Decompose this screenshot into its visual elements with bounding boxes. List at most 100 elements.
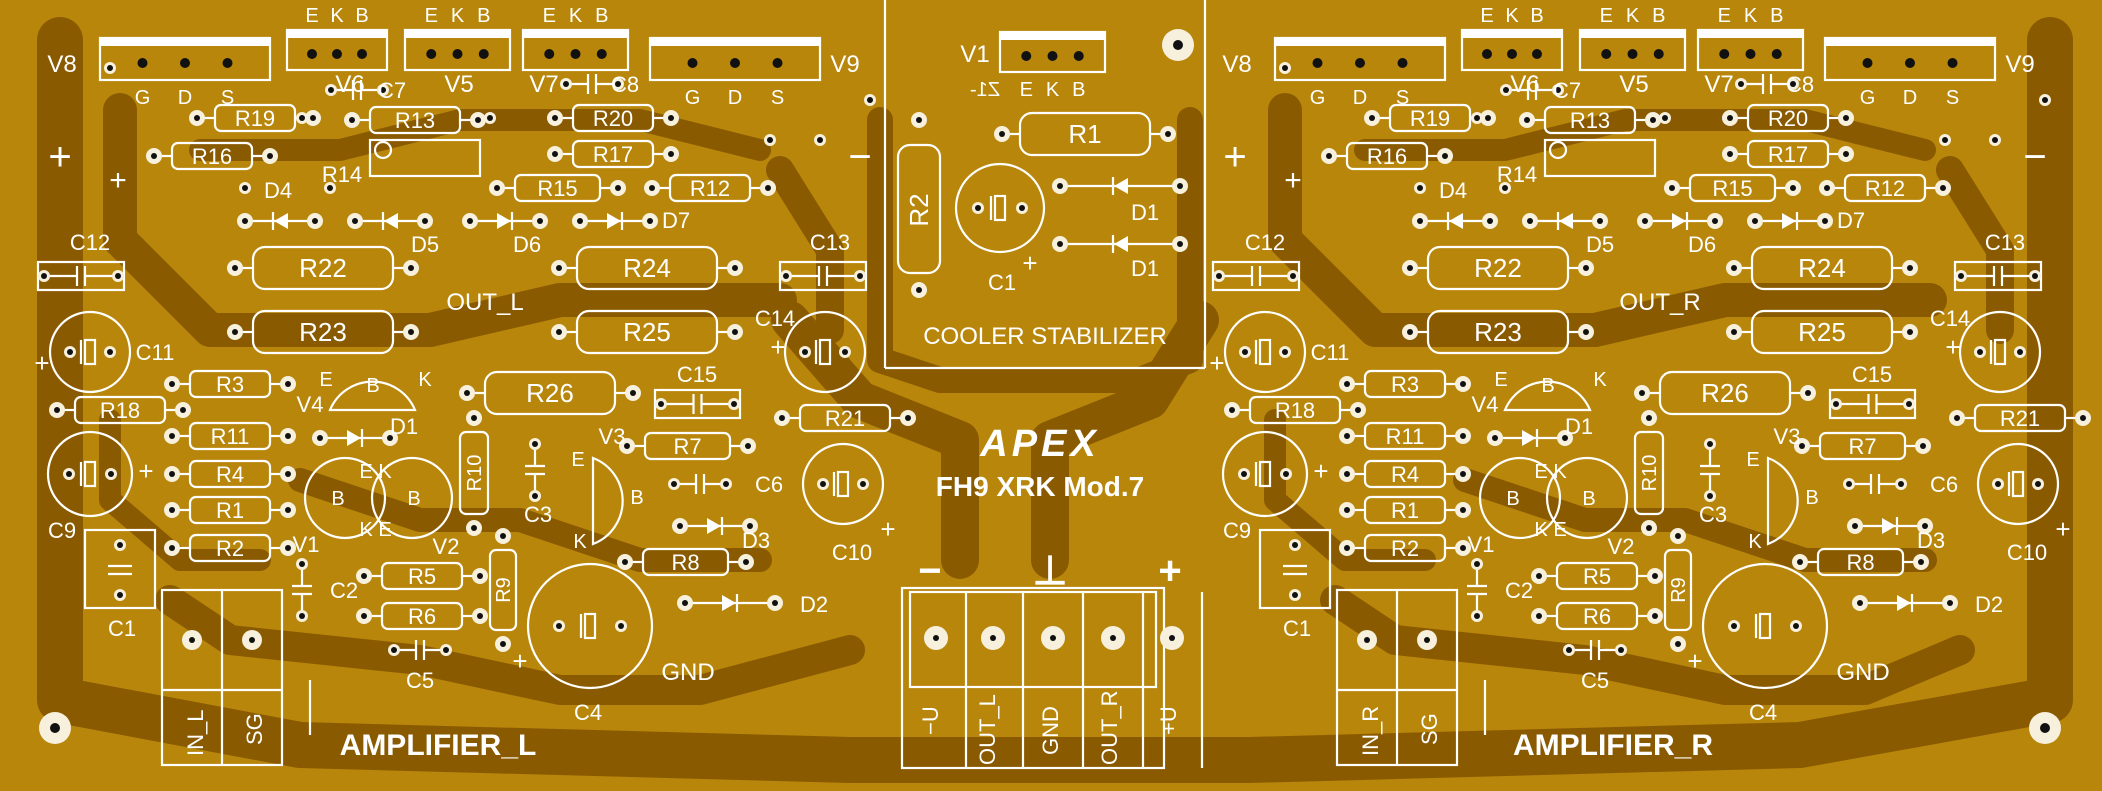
pin-label: E: [571, 449, 584, 471]
drill-hole: [1177, 183, 1183, 189]
diode: D1: [312, 414, 418, 447]
drill-hole: [1675, 641, 1681, 647]
drill-hole: [745, 443, 751, 449]
resistor-r16: R16: [1321, 141, 1453, 171]
drill-hole: [471, 415, 477, 421]
drill-hole: [500, 641, 506, 647]
resistor-r13: R13: [1519, 105, 1661, 135]
drill-hole: [349, 117, 355, 123]
resistor-label: R20: [593, 106, 633, 131]
resistor-label: R23: [299, 317, 347, 347]
drill-hole: [1731, 623, 1737, 629]
capacitor-label: C1: [988, 270, 1016, 295]
drill-hole: [1852, 523, 1858, 529]
drill-hole: [975, 205, 981, 211]
pin-label: E: [378, 519, 391, 541]
drill-hole: [169, 381, 175, 387]
diode-label: D1: [1565, 414, 1593, 439]
drill-hole: [743, 559, 749, 565]
pin-label: B: [1541, 375, 1554, 397]
resistor-r5: R5: [356, 561, 488, 591]
resistor-r4: R4: [164, 459, 296, 489]
drill-hole: [361, 613, 367, 619]
capacitor: C13: [778, 230, 868, 292]
drill-hole: [556, 265, 562, 271]
drill-hole: [494, 185, 500, 191]
diode: D6: [462, 212, 548, 257]
drill-hole: [1992, 137, 1998, 143]
pin-label: K: [378, 461, 392, 483]
electrolytic-capacitor: C4+: [1687, 562, 1829, 725]
resistor-label: R19: [235, 106, 275, 131]
pin-label: E: [305, 5, 318, 27]
drill-hole: [990, 635, 996, 641]
resistor-label: R7: [673, 434, 701, 459]
drill-hole: [1947, 58, 1958, 68]
pin-label: E: [1600, 5, 1613, 27]
drill-hole: [1642, 218, 1648, 224]
pin-label: S: [771, 87, 784, 109]
drill-hole: [67, 349, 73, 355]
drill-hole: [532, 441, 538, 447]
drill-hole: [169, 433, 175, 439]
drill-hole: [299, 613, 305, 619]
electrolytic-capacitor: C10+: [801, 442, 896, 565]
drill-hole: [1312, 58, 1323, 68]
resistor-r22: R22: [1402, 245, 1594, 291]
resistor-r1: R1: [1339, 495, 1471, 525]
drill-hole: [1555, 87, 1561, 93]
resistor-r10: R10: [1633, 410, 1665, 536]
resistor-r7: R7: [1794, 431, 1931, 461]
polarity-plus: +: [1945, 332, 1960, 362]
capacitor-label: C3: [524, 502, 552, 527]
capacitor-label: C2: [1505, 578, 1533, 603]
resistor-r21: R21: [774, 403, 916, 433]
drill-hole: [151, 153, 157, 159]
drill-hole: [687, 58, 698, 68]
capacitor-label: C13: [1985, 230, 2025, 255]
capacitor-label: C12: [1245, 230, 1285, 255]
pin-label: K: [573, 531, 587, 553]
diode: D1: [1052, 235, 1188, 281]
drill-hole: [1646, 415, 1652, 421]
drill-hole: [2042, 97, 2048, 103]
transistor-label: V6: [1510, 71, 1539, 98]
resistor-label: R12: [690, 176, 730, 201]
resistor-label: R25: [623, 317, 671, 347]
pin-label: B: [1506, 488, 1519, 510]
drill-hole: [732, 329, 738, 335]
drill-hole: [467, 218, 473, 224]
pin-label: E: [1553, 519, 1566, 541]
capacitor: C3: [1699, 438, 1727, 527]
resistor-label: R5: [408, 564, 436, 589]
drill-hole: [802, 349, 808, 355]
polarity-plus: +: [1223, 135, 1246, 179]
drill-hole: [1843, 151, 1849, 157]
pin-label: K: [1744, 5, 1758, 27]
transistor-label: V1: [293, 532, 320, 557]
capacitor-label: C8: [611, 72, 639, 97]
pin-label: E: [1718, 5, 1731, 27]
electrolytic-capacitor: C9+: [1221, 430, 1329, 543]
drill-hole: [1618, 647, 1624, 653]
drill-hole: [596, 49, 607, 59]
drill-hole: [1344, 471, 1350, 477]
drill-hole: [1487, 218, 1493, 224]
drill-hole: [1460, 381, 1466, 387]
pin-label: G: [1860, 87, 1876, 109]
polarity-plus: +: [512, 646, 527, 676]
pin-label: D: [1903, 87, 1917, 109]
drill-hole: [1057, 241, 1063, 247]
drill-hole: [1474, 613, 1480, 619]
resistor-r12: R12: [644, 173, 776, 203]
diode: D3: [1847, 517, 1945, 553]
drill-hole: [1073, 51, 1084, 61]
drill-hole: [310, 115, 316, 121]
drill-hole: [1601, 49, 1612, 59]
drill-hole: [1627, 49, 1638, 59]
